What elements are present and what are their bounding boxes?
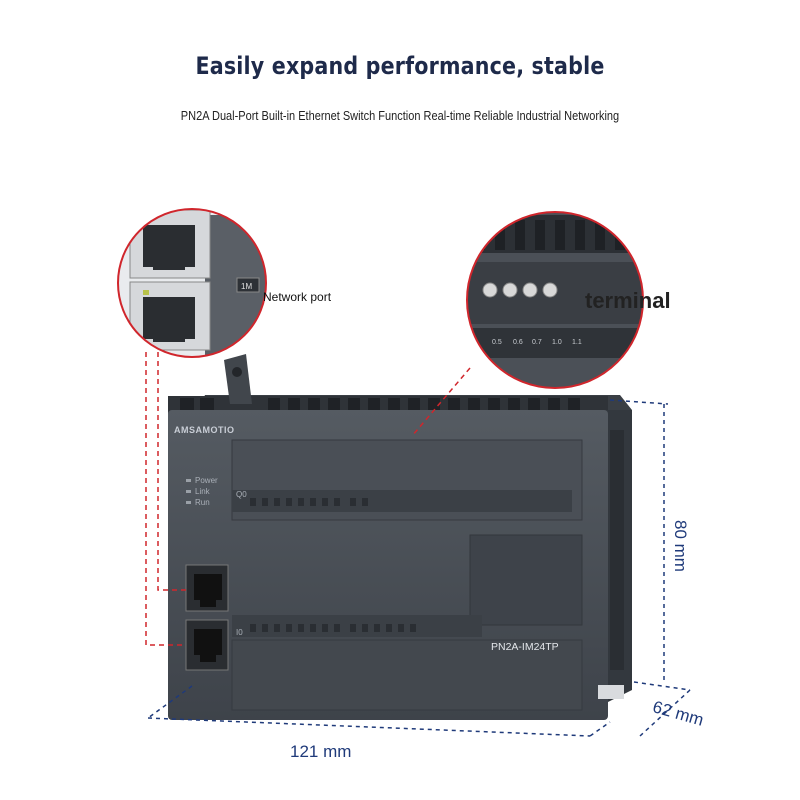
led-run-label: Run [195, 498, 210, 507]
terminal-number-4: 1.0 [552, 339, 562, 346]
terminal-number-3: 0.7 [532, 339, 542, 346]
brand-logo: AMSAMOTIO [174, 425, 235, 435]
ethernet-port-1 [185, 564, 229, 612]
port-tag: 1M [241, 282, 252, 291]
subheadline: PN2A Dual-Port Built-in Ethernet Switch … [180, 109, 620, 123]
network-port-label: Network port [263, 290, 332, 304]
dimension-lines [147, 399, 691, 737]
ethernet-port-2 [185, 619, 229, 671]
plc-device [168, 354, 632, 720]
model-number: PN2A-IM24TP [491, 641, 559, 653]
network-port-magnifier: 1M [117, 208, 267, 358]
dimension-width: 121 mm [290, 742, 352, 761]
terminal-label: terminal [585, 288, 671, 313]
headline: Easily expand performance, stable [195, 52, 605, 80]
dimension-height: 80 mm [671, 520, 690, 572]
led-power-label: Power [195, 476, 218, 485]
callout-connectors [145, 352, 471, 646]
terminal-magnifier: 0.5 0.6 0.7 1.0 1.1 [466, 211, 644, 389]
terminal-number-2: 0.6 [513, 339, 523, 346]
io-top-label: Q0 [236, 490, 247, 499]
terminal-number-1: 0.5 [492, 339, 502, 346]
terminal-number-5: 1.1 [572, 339, 582, 346]
led-link-label: Link [195, 487, 210, 496]
io-bottom-label: I0 [236, 628, 243, 637]
